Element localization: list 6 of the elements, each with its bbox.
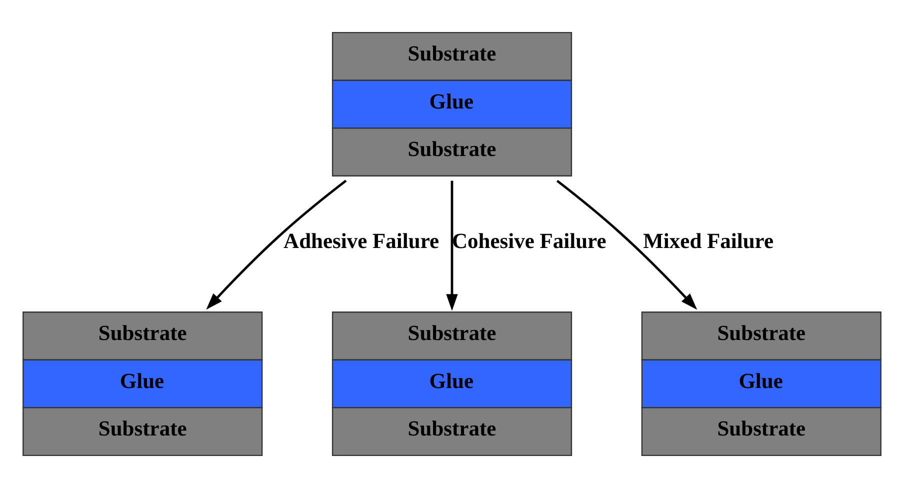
arrow xyxy=(206,179,347,310)
arrow xyxy=(446,180,458,310)
edge-label: Adhesive Failure xyxy=(284,228,440,253)
edge-label: Cohesive Failure xyxy=(452,228,606,253)
arrow xyxy=(556,179,698,310)
edge-label: Mixed Failure xyxy=(643,228,774,253)
